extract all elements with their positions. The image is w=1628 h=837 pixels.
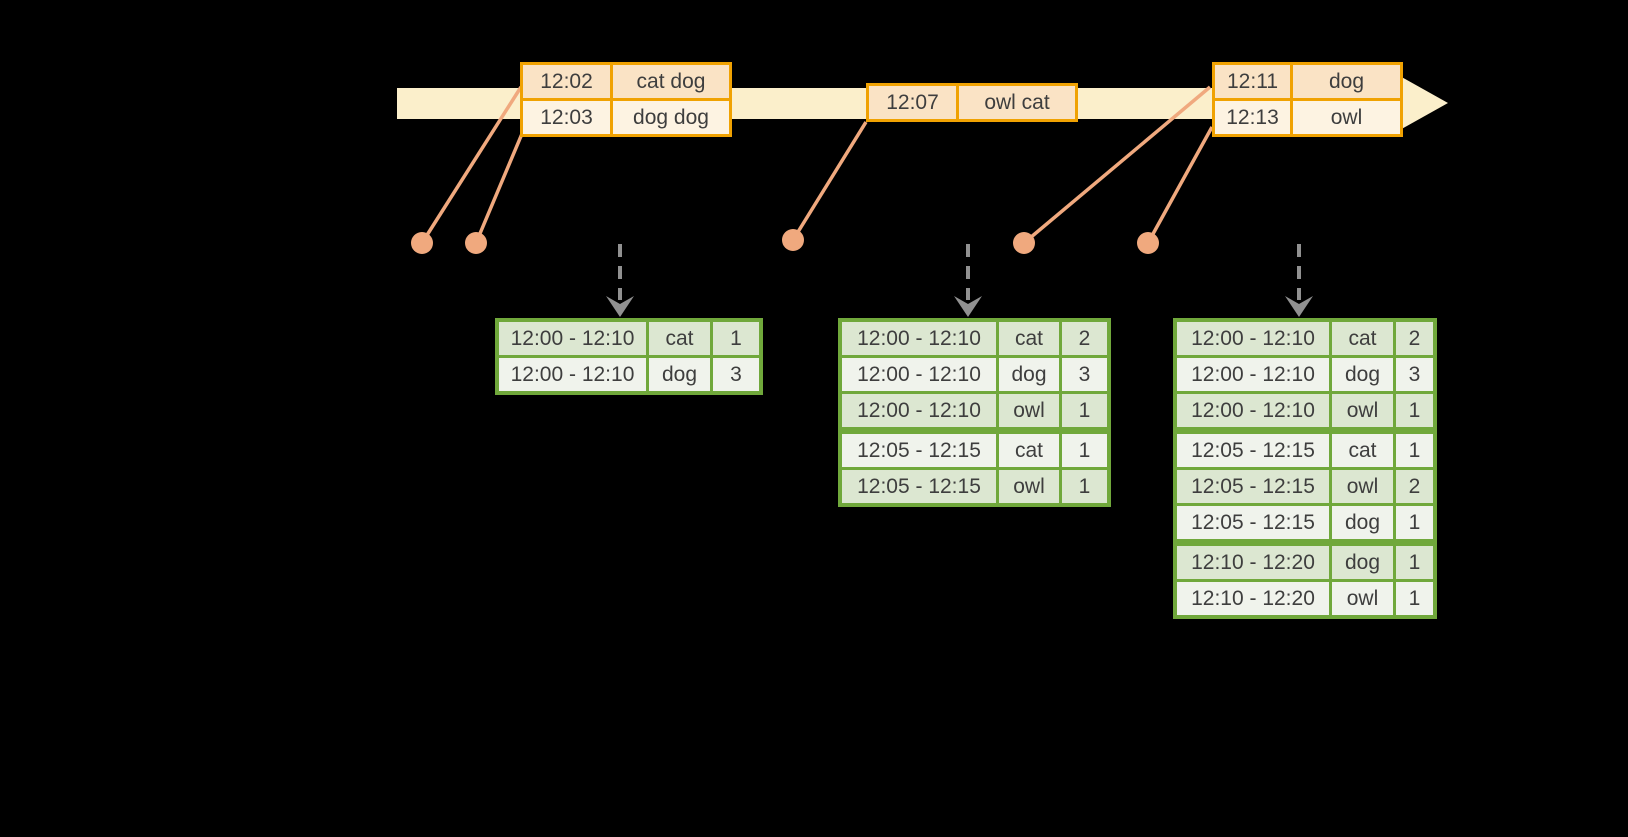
result-word-cell: dog [1329, 355, 1396, 394]
result-window-cell: 12:00 - 12:10 [495, 355, 649, 395]
result-count-cell: 3 [710, 355, 763, 395]
result-word-cell: owl [996, 391, 1062, 432]
connector-line [1146, 126, 1214, 244]
result-window-cell: 12:05 - 12:15 [838, 467, 999, 507]
result-count-cell: 1 [1393, 391, 1437, 432]
event-words-cell: cat dog [610, 62, 732, 101]
event-time-cell: 12:07 [866, 83, 959, 122]
result-window-cell: 12:05 - 12:15 [1173, 503, 1332, 544]
result-count-cell: 3 [1059, 355, 1111, 394]
result-word-cell: dog [1329, 503, 1396, 544]
event-dot [465, 232, 487, 254]
result-word-cell: dog [646, 355, 713, 395]
result-word-cell: cat [1329, 427, 1396, 470]
trigger-arrowhead-icon [606, 296, 634, 317]
trigger-arrowhead-icon [954, 296, 982, 317]
result-window-cell: 12:10 - 12:20 [1173, 539, 1332, 582]
result-window-cell: 12:00 - 12:10 [838, 391, 999, 432]
result-count-cell: 1 [1393, 503, 1437, 544]
result-window-cell: 12:00 - 12:10 [1173, 355, 1332, 394]
result-word-cell: cat [996, 427, 1062, 470]
event-dot [1137, 232, 1159, 254]
event-words-cell: owl [1290, 98, 1403, 137]
result-window-cell: 12:00 - 12:10 [838, 355, 999, 394]
result-word-cell: cat [996, 318, 1062, 358]
event-time-cell: 12:11 [1212, 62, 1293, 101]
event-words-cell: dog [1290, 62, 1403, 101]
result-count-cell: 1 [710, 318, 763, 358]
result-word-cell: dog [1329, 539, 1396, 582]
result-count-cell: 2 [1059, 318, 1111, 358]
result-window-cell: 12:00 - 12:10 [495, 318, 649, 358]
event-words-cell: owl cat [956, 83, 1078, 122]
result-count-cell: 1 [1393, 539, 1437, 582]
result-count-cell: 1 [1059, 391, 1111, 432]
connector-line [791, 121, 868, 241]
event-dot [411, 232, 433, 254]
event-dot [1013, 232, 1035, 254]
result-count-cell: 3 [1393, 355, 1437, 394]
result-word-cell: dog [996, 355, 1062, 394]
event-time-cell: 12:02 [520, 62, 613, 101]
result-count-cell: 2 [1393, 318, 1437, 358]
event-words-cell: dog dog [610, 98, 732, 137]
event-time-cell: 12:13 [1212, 98, 1293, 137]
result-window-cell: 12:05 - 12:15 [1173, 467, 1332, 506]
result-word-cell: owl [1329, 579, 1396, 619]
result-word-cell: owl [1329, 391, 1396, 432]
timeline-arrowhead-icon [1398, 75, 1448, 131]
event-dot [782, 229, 804, 251]
result-word-cell: owl [996, 467, 1062, 507]
trigger-arrowhead-icon [1285, 296, 1313, 317]
result-word-cell: owl [1329, 467, 1396, 506]
result-word-cell: cat [1329, 318, 1396, 358]
event-time-cell: 12:03 [520, 98, 613, 137]
result-count-cell: 1 [1059, 467, 1111, 507]
result-count-cell: 2 [1393, 467, 1437, 506]
result-count-cell: 1 [1393, 427, 1437, 470]
result-window-cell: 12:05 - 12:15 [1173, 427, 1332, 470]
result-window-cell: 12:00 - 12:10 [1173, 391, 1332, 432]
result-window-cell: 12:05 - 12:15 [838, 427, 999, 470]
result-count-cell: 1 [1059, 427, 1111, 470]
result-window-cell: 12:00 - 12:10 [1173, 318, 1332, 358]
result-word-cell: cat [646, 318, 713, 358]
connector-line [474, 128, 526, 244]
result-window-cell: 12:10 - 12:20 [1173, 579, 1332, 619]
result-count-cell: 1 [1393, 579, 1437, 619]
result-window-cell: 12:00 - 12:10 [838, 318, 999, 358]
